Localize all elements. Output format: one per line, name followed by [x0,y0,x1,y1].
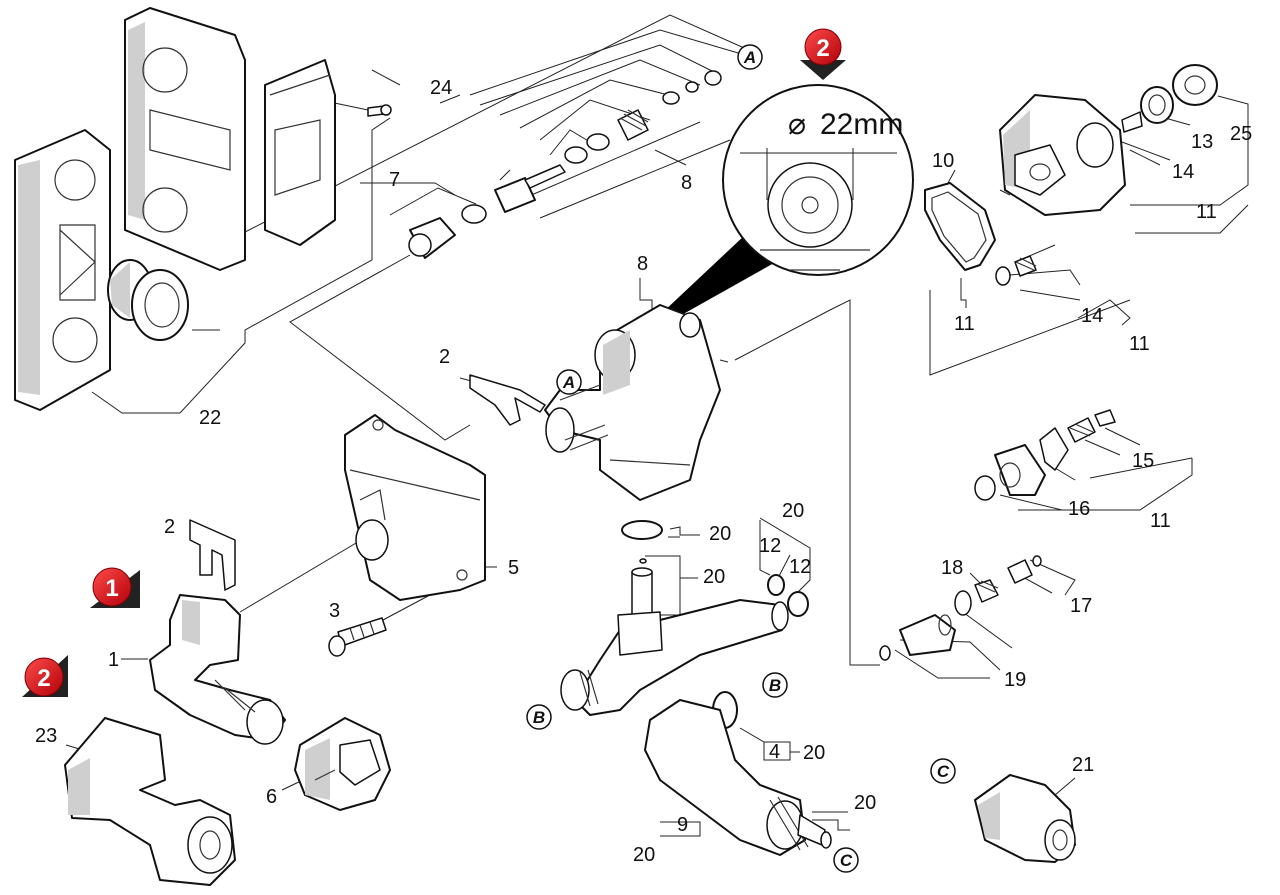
part-14-valve-lower [995,255,1037,286]
callout-15: 15 [1132,450,1154,472]
ref-c-outlet: C [833,847,859,873]
callout-8-housing: 8 [637,253,648,275]
ref-b-manifold: B [526,704,552,730]
callout-11-head: 11 [1196,201,1217,223]
part-24-valve-stack [408,70,722,259]
callout-25: 25 [1230,123,1252,145]
part-9-outlet-elbow [644,699,832,856]
pump-head-assembly [999,94,1126,216]
part-15-16-valve-set [974,409,1116,501]
detail-22mm-circle: ⌀ 22mm [628,84,914,345]
ref-a-top: A [737,44,763,70]
callout-11-lower: 11 [1150,510,1171,532]
callout-21: 21 [1072,754,1094,776]
part-3-screw [328,617,387,657]
callout-7: 7 [389,169,400,191]
callout-20-nozzle: 20 [854,792,876,814]
part-2-clip-upper [469,374,546,426]
part-10-gasket [924,182,996,271]
manifold-tube [560,574,809,716]
variant-marker-2-left: 2 [22,655,68,697]
callout-12-right: 12 [789,556,811,578]
callout-9: 9 [677,814,688,836]
svg-text:2: 2 [816,35,829,62]
callout-12-left: 12 [759,535,781,557]
callout-24: 24 [430,77,452,99]
part-20-oring [621,520,663,540]
ref-a-housing: A [556,369,582,395]
callout-13: 13 [1191,131,1213,153]
svg-text:C: C [937,762,950,781]
part-21-coupling [974,774,1076,863]
callout-numbers: 1 2 2 3 4 5 6 7 8 8 9 10 11 11 11 11 12 … [35,77,1252,866]
callout-1: 1 [108,649,119,671]
diameter-symbol: ⌀ [788,108,806,141]
callout-2-lower: 2 [164,516,175,538]
callout-14-lower: 14 [1081,305,1103,327]
part-5-cover [344,414,486,601]
callout-18: 18 [941,557,963,579]
svg-text:1: 1 [105,575,118,602]
part-23-elbow-inlet [64,717,236,886]
part-22-side-bracket [264,59,336,246]
callout-23: 23 [35,725,57,747]
callout-8-spring: 8 [681,172,692,194]
callout-3: 3 [329,600,340,622]
svg-text:B: B [769,676,781,695]
callout-20-bottom: 20 [633,844,655,866]
variant-marker-1: 1 [90,567,140,608]
part-17-18-19-valve-set [879,555,1042,661]
callout-2-upper: 2 [439,346,450,368]
part-6-nut [294,717,391,811]
part-1-elbow-inlet [149,594,286,745]
part-2-clip-lower [189,519,236,591]
part-20-valve-insert [631,558,653,616]
callout-20-oring: 20 [709,523,731,545]
ref-b-elbow: B [762,672,788,698]
callout-20-elbow: 20 [803,742,825,764]
dimension-label: 22mm [820,108,903,141]
callout-10: 10 [932,150,954,172]
callout-11-gasket: 11 [954,313,975,335]
callout-20-top: 20 [782,500,804,522]
variant-marker-top: 2 [800,28,846,80]
svg-text:2: 2 [37,665,50,692]
part-13-14-seals [1121,64,1218,133]
callout-4: 4 [769,741,780,763]
svg-text:B: B [533,708,545,727]
callout-6: 6 [266,786,277,808]
callout-22: 22 [199,407,221,429]
callout-11-valve: 11 [1129,333,1150,355]
pump-housing [544,304,721,501]
svg-text:C: C [840,851,853,870]
callout-14-upper: 14 [1172,161,1194,183]
callout-19: 19 [1004,669,1026,691]
part-22-screw [367,104,392,117]
part-22-left-frame [14,129,111,411]
callout-5: 5 [508,557,519,579]
ref-c-coupling: C [930,758,956,784]
svg-text:A: A [743,48,756,67]
svg-text:A: A [562,373,575,392]
callout-16: 16 [1068,498,1090,520]
callout-17: 17 [1070,595,1092,617]
part-22-upper-frame [124,7,246,271]
callout-20-insert: 20 [703,566,725,588]
part-22-coupling [107,259,189,341]
